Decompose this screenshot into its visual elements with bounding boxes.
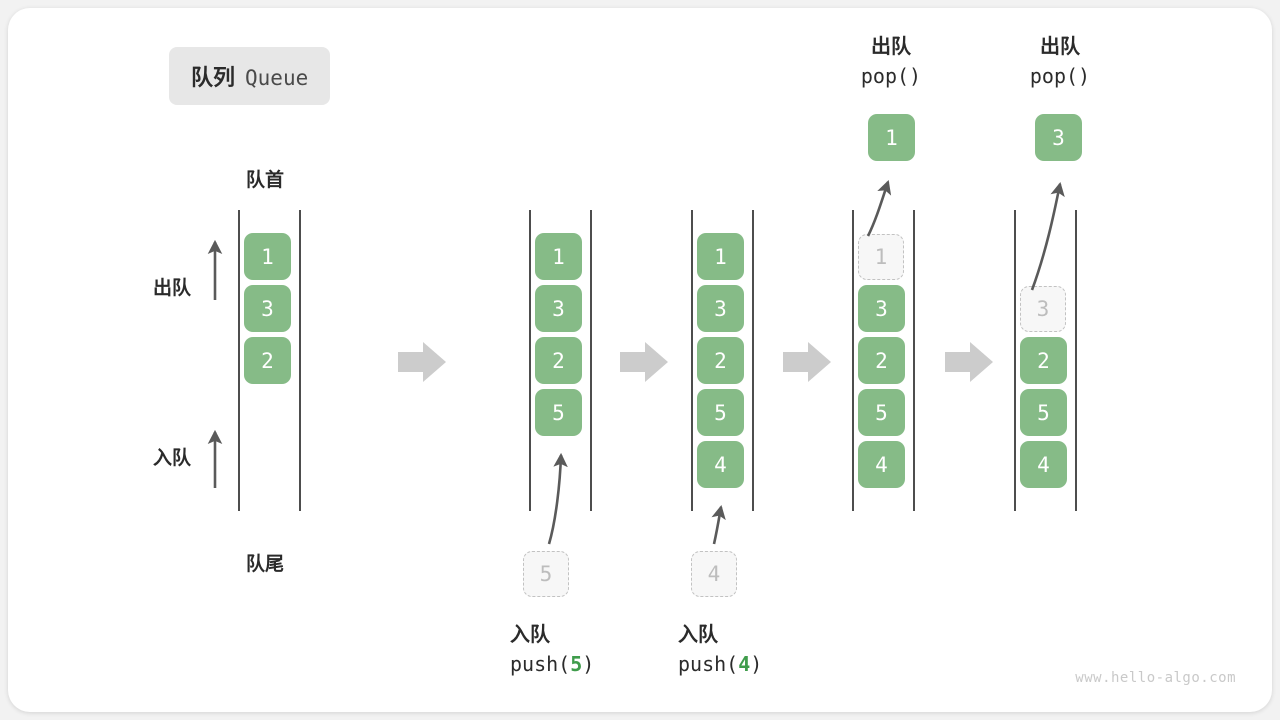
header-line1: 出队 [1040, 34, 1080, 58]
header-line2: pop() [1029, 64, 1091, 88]
queue-cell: 2 [244, 337, 291, 384]
queue-cell: 3 [697, 285, 744, 332]
header-line2: pop() [860, 64, 922, 88]
pop-arrow-1 [866, 180, 892, 237]
popped-cell-1: 1 [868, 114, 915, 161]
popped-cell-3: 3 [1035, 114, 1082, 161]
ghost-cell-push-4: 4 [691, 551, 737, 597]
queue-cell: 2 [697, 337, 744, 384]
header-line1: 出队 [871, 34, 911, 58]
separator-3-icon [783, 342, 831, 382]
caption-fn: push( [678, 652, 739, 676]
push-arrow-5 [547, 452, 568, 545]
rail-left-col4 [852, 210, 854, 511]
rail-right-col5 [1075, 210, 1077, 511]
rail-left-col1 [238, 210, 240, 511]
dequeue-label-col1: 出队 [153, 277, 192, 299]
caption-line1: 入队 [510, 622, 550, 646]
caption-fn: push( [510, 652, 571, 676]
title-en: Queue [245, 66, 309, 90]
front-label: 队首 [246, 169, 285, 191]
separator-4-icon [945, 342, 993, 382]
diagram-card: 队列 Queue 队首 队尾 出队 入队 1 3 2 1 3 2 5 5 入队 … [8, 8, 1272, 712]
title-cn: 队列 [191, 66, 236, 91]
caption-push-4: 入队 push(4) [678, 619, 762, 679]
rail-left-col3 [691, 210, 693, 511]
rail-right-col1 [299, 210, 301, 511]
diagram-stage: 队列 Queue 队首 队尾 出队 入队 1 3 2 1 3 2 5 5 入队 … [8, 8, 1272, 712]
caption-close: ) [750, 652, 763, 676]
header-pop-3: 出队 pop() [1005, 31, 1115, 91]
queue-cell: 4 [697, 441, 744, 488]
caption-line1: 入队 [678, 622, 718, 646]
queue-cell: 3 [535, 285, 582, 332]
queue-cell: 1 [697, 233, 744, 280]
pop-arrow-3 [1030, 181, 1065, 291]
queue-cell: 3 [244, 285, 291, 332]
rail-right-col4 [913, 210, 915, 511]
queue-cell: 2 [858, 337, 905, 384]
caption-line2: push(4) [678, 649, 762, 679]
push-arrow-4 [711, 504, 726, 545]
separator-2-icon [620, 342, 668, 382]
queue-cell: 1 [244, 233, 291, 280]
rail-right-col3 [752, 210, 754, 511]
caption-close: ) [582, 652, 595, 676]
queue-cell: 2 [1020, 337, 1067, 384]
caption-line2: push(5) [510, 649, 594, 679]
queue-cell: 5 [1020, 389, 1067, 436]
queue-cell: 5 [535, 389, 582, 436]
rail-right-col2 [590, 210, 592, 511]
caption-arg: 4 [738, 652, 751, 676]
caption-arg: 5 [570, 652, 583, 676]
queue-cell: 4 [858, 441, 905, 488]
enqueue-label-col1: 入队 [153, 447, 192, 469]
queue-cell: 2 [535, 337, 582, 384]
queue-cell: 4 [1020, 441, 1067, 488]
header-pop-1: 出队 pop() [836, 31, 946, 91]
queue-cell: 1 [535, 233, 582, 280]
ghost-cell-pop-3: 3 [1020, 286, 1066, 332]
rail-left-col2 [529, 210, 531, 511]
watermark: www.hello-algo.com [1075, 670, 1236, 686]
ghost-cell-pop-1: 1 [858, 234, 904, 280]
queue-cell: 5 [858, 389, 905, 436]
diagram-title-chip: 队列 Queue [169, 47, 331, 105]
queue-cell: 5 [697, 389, 744, 436]
queue-cell: 3 [858, 285, 905, 332]
rail-left-col5 [1014, 210, 1016, 511]
ghost-cell-push-5: 5 [523, 551, 569, 597]
separator-1-icon [398, 342, 446, 382]
caption-push-5: 入队 push(5) [510, 619, 594, 679]
arrow-overlay [207, 180, 1065, 545]
back-label: 队尾 [246, 553, 285, 575]
